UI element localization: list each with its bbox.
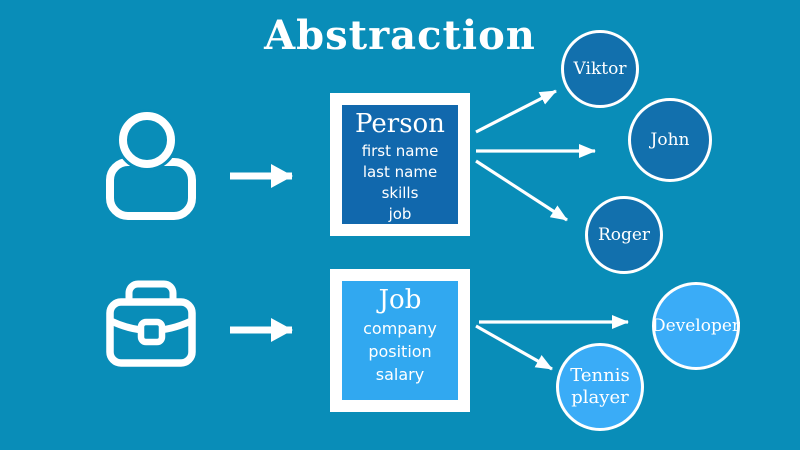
instance-label: Developer (651, 315, 741, 336)
arrow-person-to-roger (475, 159, 568, 222)
person-field: skills (381, 183, 419, 202)
person-class-title: Person (355, 109, 445, 139)
job-field: salary (375, 364, 425, 384)
person-class-fields: first name last name skills job (362, 141, 439, 225)
job-class-box: Job company position salary (330, 269, 470, 412)
person-field: job (388, 204, 412, 223)
instance-label: Tennis player (570, 365, 630, 408)
instance-circle-tennis-player: Tennis player (556, 343, 644, 431)
arrow-job-to-tennis-player (475, 324, 553, 371)
person-field: first name (361, 141, 439, 160)
person-class-body: Person first name last name skills job (342, 105, 458, 224)
person-class-box: Person first name last name skills job (330, 93, 470, 236)
person-field: last name (362, 162, 438, 181)
job-class-body: Job company position salary (342, 281, 458, 400)
instance-label: John (650, 129, 690, 150)
job-field: position (368, 341, 432, 361)
page-title: Abstraction (264, 12, 536, 59)
job-class-fields: company position salary (363, 317, 437, 386)
job-field: company (363, 318, 437, 338)
job-class-title: Job (378, 285, 422, 315)
instance-circle-viktor: Viktor (561, 30, 639, 108)
instance-label: Roger (597, 224, 651, 245)
instance-label: Viktor (573, 58, 627, 79)
briefcase-icon (106, 276, 196, 368)
person-icon (104, 108, 198, 220)
instance-circle-developer: Developer (652, 282, 740, 370)
arrow-person-to-viktor (475, 89, 557, 134)
instance-circle-roger: Roger (585, 196, 663, 274)
instance-circle-john: John (628, 98, 712, 182)
